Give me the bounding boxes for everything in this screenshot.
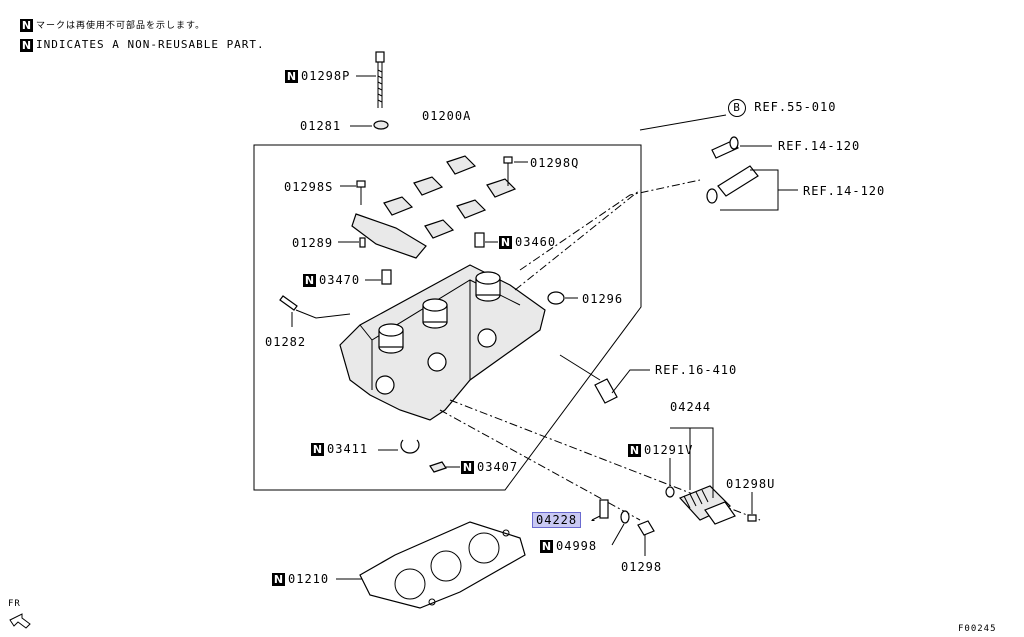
figure-code: F00245 <box>958 624 997 634</box>
plug-03460 <box>474 232 485 248</box>
callout-01298[interactable]: 01298 <box>621 560 663 574</box>
part-04228 <box>599 499 609 519</box>
bolt-01298S <box>356 180 366 205</box>
cylinder-head <box>339 264 546 421</box>
front-arrow-icon <box>9 613 31 629</box>
camshaft-caps <box>351 155 517 259</box>
callout-01282[interactable]: 01282 <box>265 335 307 349</box>
ref-16-410[interactable]: REF.16-410 <box>655 363 738 377</box>
washer-01281 <box>373 120 389 130</box>
callout-01298Q[interactable]: 01298Q <box>530 156 580 170</box>
callout-04228[interactable]: 04228 - <box>532 512 598 528</box>
seal-03407 <box>429 461 447 473</box>
callout-04244[interactable]: 04244 <box>670 400 712 414</box>
bolt-01298P <box>375 51 385 108</box>
callout-01281[interactable]: 01281 <box>300 119 342 133</box>
cap-01296 <box>547 291 565 305</box>
callout-01200A[interactable]: 01200A <box>422 109 472 123</box>
callout-01298U[interactable]: 01298U <box>726 477 776 491</box>
plug-03470 <box>381 269 392 285</box>
washer-04998 <box>620 510 630 524</box>
ref-55-010[interactable]: B REF.55-010 <box>728 99 836 117</box>
assembly-frame <box>253 144 642 491</box>
circle-b-icon: B <box>728 99 746 117</box>
dowel-01289 <box>359 237 366 248</box>
nonreusable-symbol: N <box>20 38 33 52</box>
stud-01282 <box>279 295 298 311</box>
oil-control-valve-04244 <box>678 485 736 525</box>
nonreusable-symbol: N <box>20 18 33 32</box>
callout-01296[interactable]: 01296 <box>582 292 624 306</box>
plug-01298 <box>637 520 655 536</box>
bolt-01298Q <box>503 156 513 186</box>
front-label: FR <box>8 599 21 609</box>
ref-14-120-b[interactable]: REF.14-120 <box>803 184 886 198</box>
seal-03411 <box>400 439 420 454</box>
callout-01289[interactable]: 01289 <box>292 236 334 250</box>
bolt-01298U <box>747 514 757 522</box>
sensor-ref55 <box>711 136 739 159</box>
sensor-ref16 <box>594 378 618 404</box>
oring-01291V <box>665 486 675 498</box>
ref-14-120-a[interactable]: REF.14-120 <box>778 139 861 153</box>
callout-01298S[interactable]: 01298S <box>284 180 334 194</box>
head-gasket-01210 <box>359 521 526 609</box>
tube-ref14 <box>706 165 759 204</box>
